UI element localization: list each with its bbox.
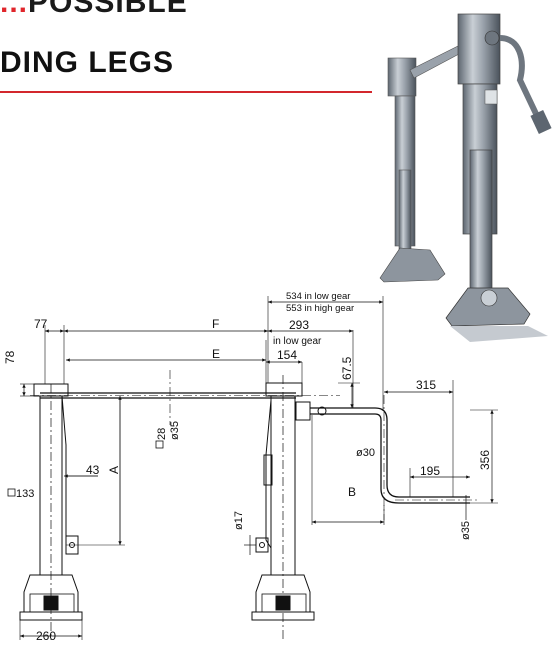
section-title: DING LEGS <box>0 46 175 79</box>
brand-slogan: ...POSSIBLE <box>0 0 188 20</box>
dim-154: 154 <box>277 348 297 362</box>
dim-315: 315 <box>416 378 436 392</box>
dim-28: 28 <box>156 428 168 440</box>
brand-slogan-red: ... <box>0 0 29 19</box>
header: ...POSSIBLE DING LEGS <box>0 0 558 95</box>
brand-slogan-black: POSSIBLE <box>28 0 188 19</box>
dim-195: 195 <box>420 464 440 478</box>
dim-260: 260 <box>36 629 56 643</box>
landing-legs-photo <box>372 13 558 344</box>
dim-B: B <box>348 485 356 499</box>
dim-dia30: ø30 <box>356 447 375 459</box>
dim-133: 133 <box>16 488 34 500</box>
dim-dia35-crank: ø35 <box>460 521 472 540</box>
dim-A: A <box>107 466 121 474</box>
dim-356: 356 <box>478 450 492 470</box>
dim-dia17: ø17 <box>233 511 245 530</box>
square-symbol-28 <box>155 440 164 449</box>
dim-77: 77 <box>34 317 48 331</box>
dim-E: E <box>212 347 220 361</box>
dim-in-low-gear: in low gear <box>273 336 322 347</box>
dim-gear-high: 553 in high gear <box>286 303 354 314</box>
title-underline <box>0 91 558 93</box>
dim-43: 43 <box>86 463 100 477</box>
square-symbol-133 <box>7 488 16 497</box>
dim-293: 293 <box>289 318 309 332</box>
dim-67-5: 67.5 <box>340 356 354 380</box>
dim-78: 78 <box>3 350 17 364</box>
drawing-lines <box>19 296 498 640</box>
dim-F: F <box>212 317 219 331</box>
dim-dia35-shaft: ø35 <box>169 421 181 440</box>
dim-gear-low: 534 in low gear <box>286 291 350 302</box>
dimension-labels: 534 in low gear 553 in high gear 293 in … <box>3 291 492 643</box>
